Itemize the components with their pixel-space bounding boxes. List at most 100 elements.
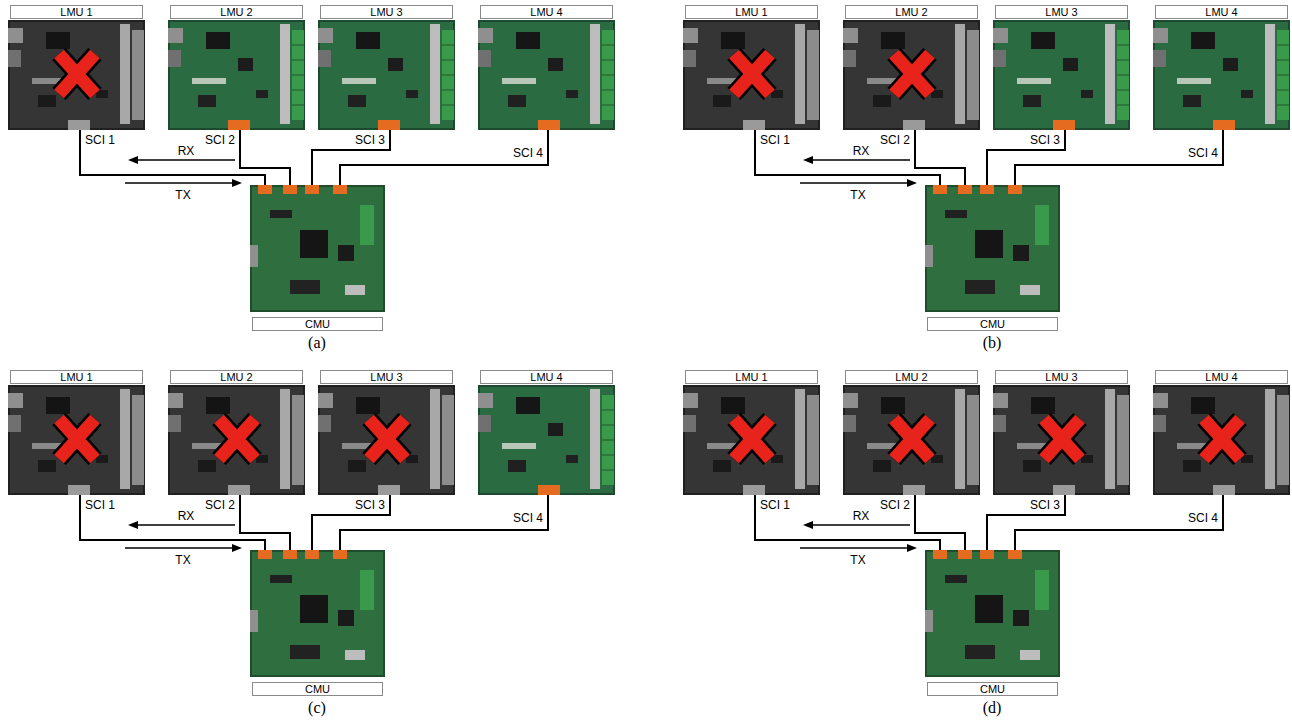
- unit-label: LMU 4: [480, 5, 613, 19]
- cmu-unit: CMU: [250, 550, 385, 696]
- sci-link: [755, 495, 940, 550]
- unit-label: CMU: [252, 682, 383, 696]
- link-label: SCI 2: [880, 133, 910, 147]
- cmu-board: [250, 550, 385, 677]
- sci-link: [312, 495, 390, 550]
- arrow-head: [907, 179, 917, 187]
- lmu-unit: LMU 4: [1153, 5, 1290, 130]
- tx-arrow: [800, 182, 909, 184]
- panel-caption: (c): [308, 699, 326, 717]
- arrow-head: [907, 544, 917, 552]
- lmu-board: [1153, 385, 1290, 495]
- signal-name: TX: [175, 188, 190, 202]
- lmu-board: [8, 20, 145, 130]
- link-label: SCI 1: [760, 498, 790, 512]
- cmu-unit: CMU: [925, 550, 1060, 696]
- lmu-board: [8, 385, 145, 495]
- signal-name: TX: [850, 188, 865, 202]
- unit-label: LMU 2: [170, 370, 303, 384]
- unit-label: LMU 2: [845, 370, 978, 384]
- link-label: SCI 1: [85, 133, 115, 147]
- lmu-board: [993, 20, 1130, 130]
- lmu-unit: LMU 3: [993, 370, 1130, 495]
- arrow-head: [803, 156, 813, 164]
- lmu-board: [168, 385, 305, 495]
- unit-label: LMU 2: [845, 5, 978, 19]
- lmu-unit: LMU 2: [168, 5, 305, 130]
- signal-name: RX: [178, 509, 195, 523]
- link-label: SCI 2: [205, 498, 235, 512]
- link-label: SCI 4: [1188, 511, 1218, 525]
- sci-link: [240, 495, 290, 550]
- lmu-unit: LMU 4: [1153, 370, 1290, 495]
- lmu-unit: LMU 1: [683, 5, 820, 130]
- lmu-board: [843, 385, 980, 495]
- sci-link: [240, 130, 290, 185]
- unit-label: LMU 3: [320, 370, 453, 384]
- lmu-unit: LMU 4: [478, 370, 615, 495]
- arrow-head: [803, 521, 813, 529]
- arrow-head: [232, 179, 242, 187]
- tx-arrow: [125, 547, 234, 549]
- sci-link: [340, 495, 548, 550]
- lmu-unit: LMU 3: [993, 5, 1130, 130]
- sci-link: [80, 495, 265, 550]
- unit-label: LMU 1: [10, 5, 143, 19]
- sci-link: [80, 130, 265, 185]
- lmu-unit: LMU 1: [683, 370, 820, 495]
- cmu-unit: CMU: [250, 185, 385, 331]
- signal-name: TX: [850, 553, 865, 567]
- unit-label: LMU 3: [995, 5, 1128, 19]
- lmu-board: [843, 20, 980, 130]
- rx-arrow: [811, 524, 910, 526]
- lmu-unit: LMU 2: [843, 5, 980, 130]
- sci-link: [340, 130, 548, 185]
- cmu-board: [250, 185, 385, 312]
- tx-arrow: [125, 182, 234, 184]
- rx-arrow: [136, 159, 235, 161]
- sci-link: [987, 495, 1065, 550]
- unit-label: LMU 1: [10, 370, 143, 384]
- lmu-unit: LMU 2: [168, 370, 305, 495]
- signal-name: TX: [175, 553, 190, 567]
- sci-link: [1015, 495, 1223, 550]
- panel-caption: (d): [983, 699, 1002, 717]
- lmu-unit: LMU 1: [8, 370, 145, 495]
- lmu-board: [168, 20, 305, 130]
- link-label: SCI 3: [1030, 133, 1060, 147]
- unit-label: CMU: [927, 682, 1058, 696]
- arrow-head: [128, 156, 138, 164]
- link-label: SCI 4: [513, 511, 543, 525]
- link-label: SCI 3: [1030, 498, 1060, 512]
- signal-name: RX: [853, 144, 870, 158]
- unit-label: LMU 2: [170, 5, 303, 19]
- unit-label: CMU: [927, 317, 1058, 331]
- unit-label: LMU 4: [1155, 5, 1288, 19]
- sci-link: [915, 130, 965, 185]
- arrow-head: [128, 521, 138, 529]
- tx-arrow: [800, 547, 909, 549]
- cmu-board: [925, 185, 1060, 312]
- unit-label: CMU: [252, 317, 383, 331]
- link-label: SCI 1: [85, 498, 115, 512]
- rx-arrow: [811, 159, 910, 161]
- lmu-board: [318, 385, 455, 495]
- unit-label: LMU 1: [685, 370, 818, 384]
- signal-name: RX: [178, 144, 195, 158]
- link-label: SCI 2: [880, 498, 910, 512]
- unit-label: LMU 3: [320, 5, 453, 19]
- panel-caption: (a): [308, 334, 326, 352]
- unit-label: LMU 1: [685, 5, 818, 19]
- lmu-board: [1153, 20, 1290, 130]
- sci-link: [312, 130, 390, 185]
- lmu-board: [993, 385, 1130, 495]
- link-label: SCI 3: [355, 133, 385, 147]
- lmu-board: [683, 385, 820, 495]
- cmu-unit: CMU: [925, 185, 1060, 331]
- link-label: SCI 3: [355, 498, 385, 512]
- lmu-board: [318, 20, 455, 130]
- unit-label: LMU 4: [1155, 370, 1288, 384]
- link-label: SCI 1: [760, 133, 790, 147]
- link-label: SCI 4: [513, 146, 543, 160]
